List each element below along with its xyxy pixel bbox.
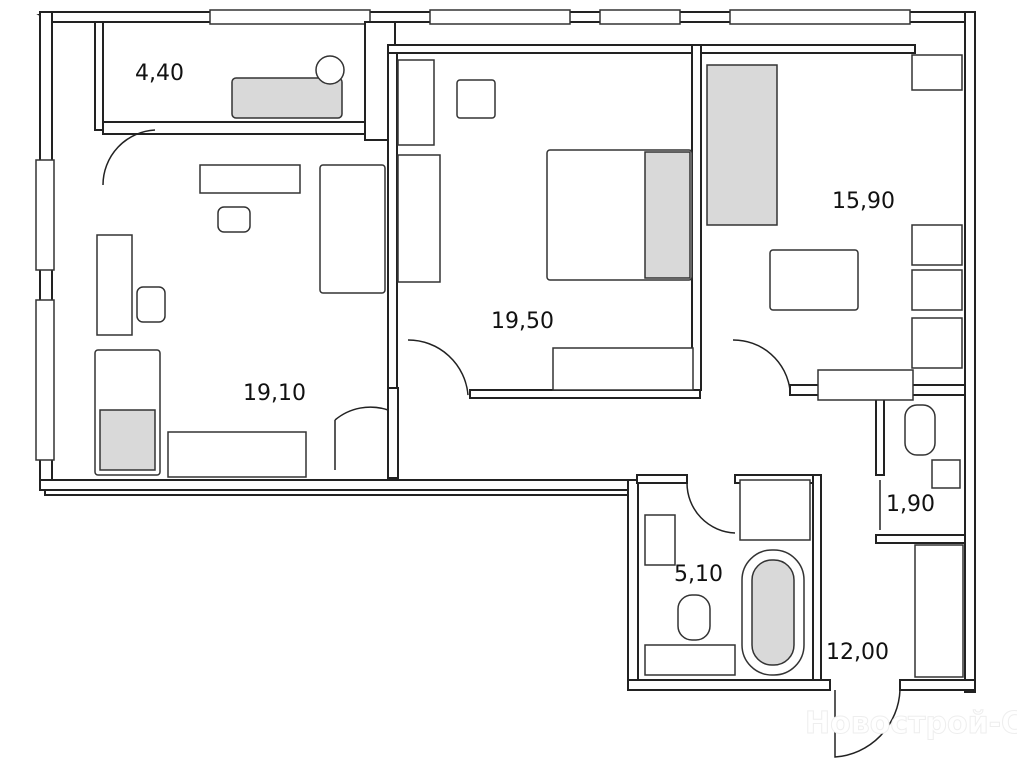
area-label-room-left: 19,10 xyxy=(243,381,306,406)
area-label-balcony: 4,40 xyxy=(135,61,184,86)
area-label-wc: 1,90 xyxy=(886,492,935,517)
area-label-hallway: 12,00 xyxy=(826,640,889,665)
area-label-bedroom: 19,50 xyxy=(491,309,554,334)
room-labels: 4,40 19,10 19,50 15,90 1,90 5,10 12,00 xyxy=(135,61,935,665)
area-label-bathroom: 5,10 xyxy=(674,562,723,587)
outer-walls xyxy=(36,11,976,693)
furniture xyxy=(94,54,964,678)
doors xyxy=(102,129,901,758)
watermark: Новострой-СПб xyxy=(805,706,1017,741)
windows xyxy=(35,9,911,461)
area-label-kitchen: 15,90 xyxy=(832,189,895,214)
interior-walls xyxy=(94,21,966,681)
